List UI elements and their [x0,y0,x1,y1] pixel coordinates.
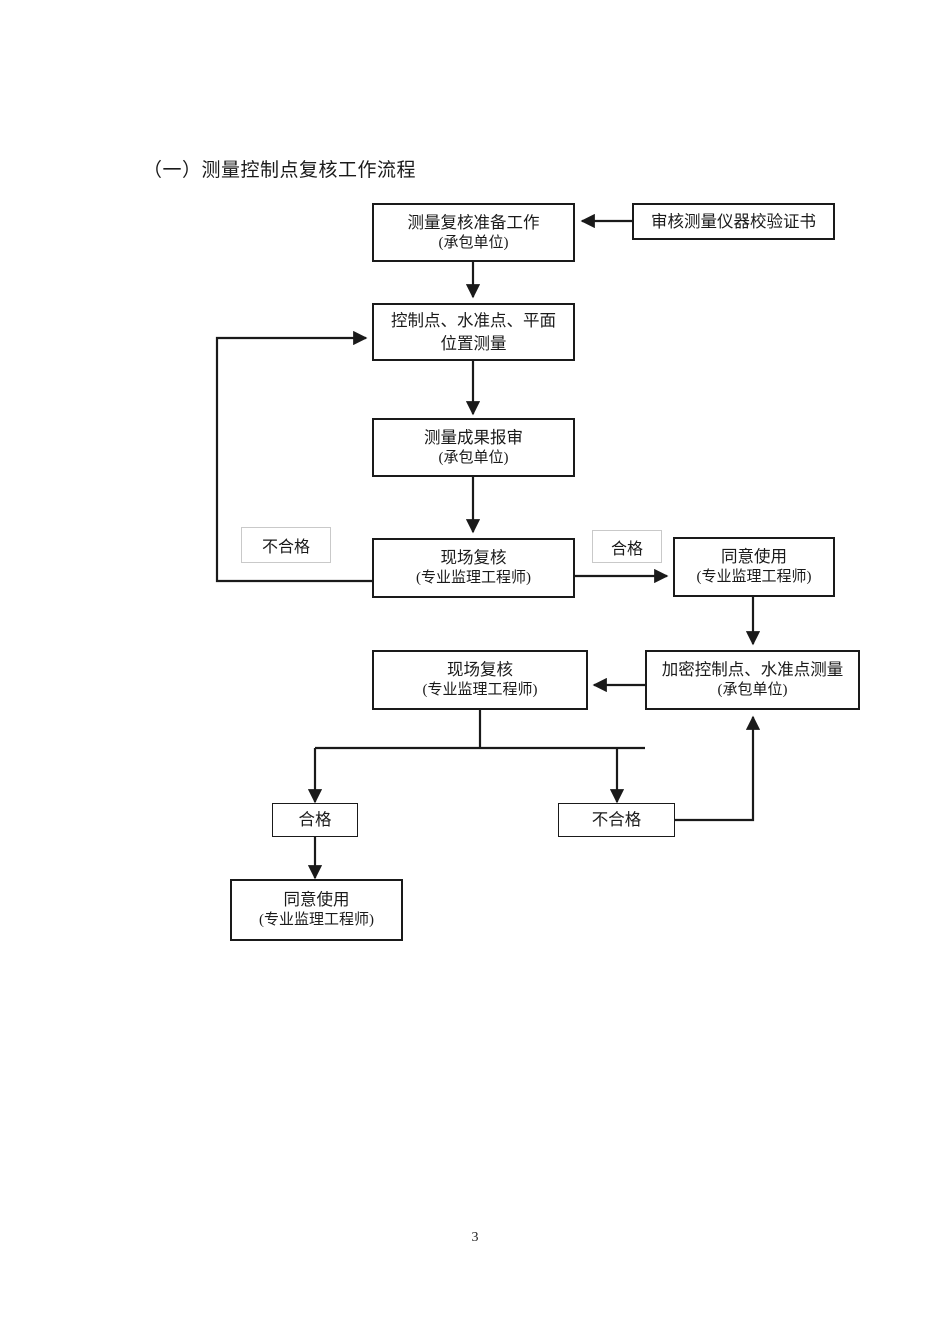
tag-fail: 不合格 [241,527,331,563]
node-cert-review[interactable]: 审核测量仪器校验证书 [632,203,835,240]
node-site-recheck-2[interactable]: 现场复核 (专业监理工程师) [372,650,588,710]
node-approve-use-1[interactable]: 同意使用 (专业监理工程师) [673,537,835,597]
node-site-recheck-1-line2: (专业监理工程师) [416,570,531,587]
tag-fail-label: 不合格 [261,539,310,556]
node-measure[interactable]: 控制点、水准点、平面 位置测量 [372,303,575,361]
node-densify-line2: (承包单位) [717,682,788,699]
tag-pass: 合格 [592,530,662,563]
node-result-report-line1: 测量成果报审 [424,427,523,447]
node-approve-use-1-line1: 同意使用 [721,547,787,567]
node-prep[interactable]: 测量复核准备工作 (承包单位) [372,203,575,262]
node-fail-box[interactable]: 不合格 [558,803,675,837]
node-approve-use-2[interactable]: 同意使用 (专业监理工程师) [230,879,403,941]
node-cert-review-line1: 审核测量仪器校验证书 [651,211,816,231]
tag-pass-label: 合格 [610,540,643,558]
node-approve-use-2-line2: (专业监理工程师) [259,912,374,929]
node-result-report-line2: (承包单位) [438,449,509,466]
node-fail-box-label: 不合格 [591,810,642,830]
node-approve-use-2-line1: 同意使用 [283,890,350,910]
node-site-recheck-1[interactable]: 现场复核 (专业监理工程师) [372,538,575,598]
node-site-recheck-1-line1: 现场复核 [440,548,507,568]
node-measure-line1: 控制点、水准点、平面 [391,311,556,331]
edge-fail-to-densify [675,715,761,822]
node-prep-line1: 测量复核准备工作 [407,212,540,232]
page-number: 3 [471,1230,479,1245]
node-prep-line2: (承包单位) [438,234,509,251]
node-densify-line1: 加密控制点、水准点测量 [661,660,844,680]
node-approve-use-1-line2: (专业监理工程师) [696,569,812,586]
page-title: （一）测量控制点复核工作流程 [143,160,417,181]
node-pass-box[interactable]: 合格 [272,803,358,837]
node-result-report[interactable]: 测量成果报审 (承包单位) [372,418,575,477]
node-pass-box-label: 合格 [298,810,332,830]
node-site-recheck-2-line1: 现场复核 [447,660,513,680]
node-measure-line2: 位置测量 [440,333,507,353]
node-densify[interactable]: 加密控制点、水准点测量 (承包单位) [645,650,860,710]
node-site-recheck-2-line2: (专业监理工程师) [422,682,538,699]
